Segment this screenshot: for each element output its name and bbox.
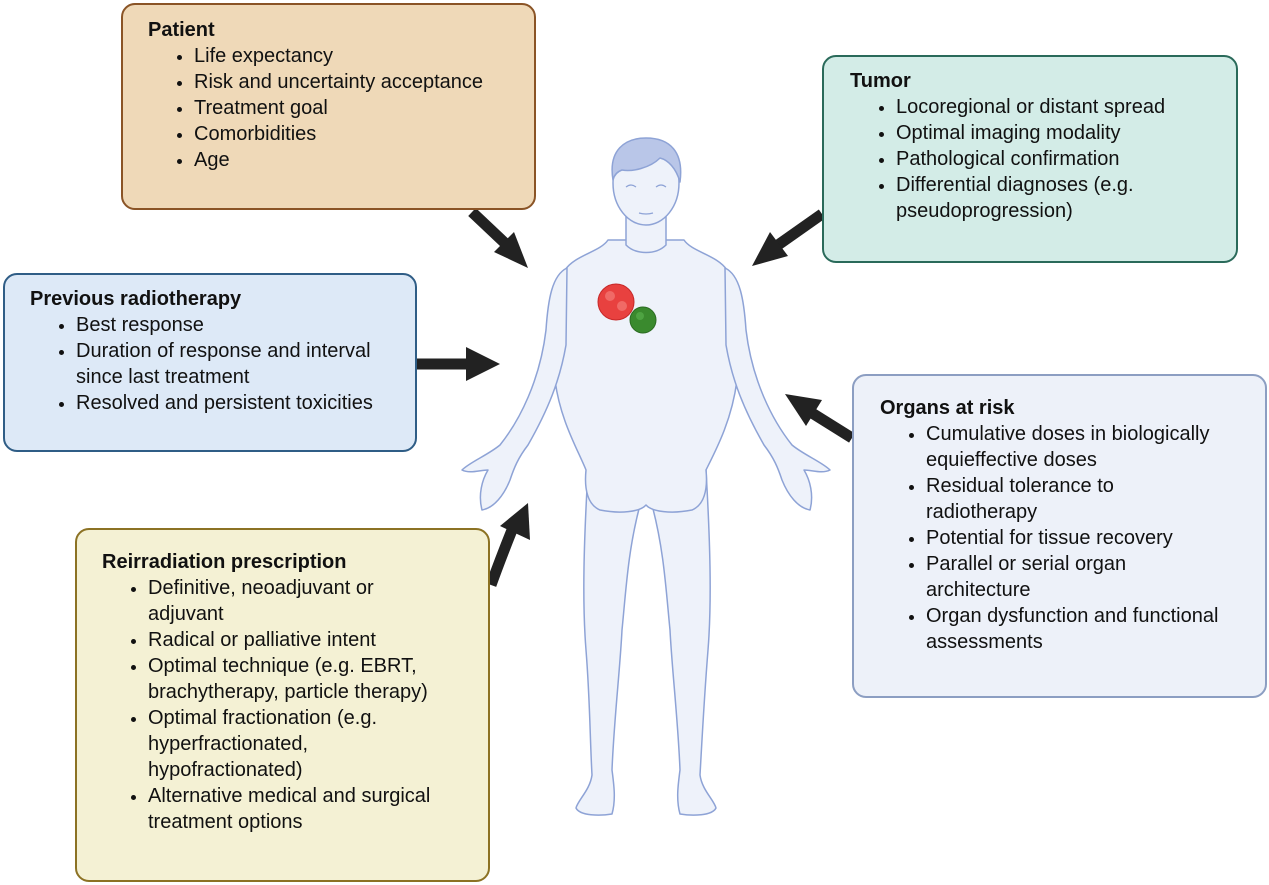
list-item: Treatment goal (194, 95, 534, 121)
list-item: Radical or palliative intent (148, 627, 448, 653)
head (612, 140, 680, 226)
arrow-patient (468, 208, 528, 268)
reirradiation-prescription-box: Reirradiation prescription Definitive, n… (75, 528, 490, 882)
arrow-previous-radiotherapy (417, 347, 500, 381)
list-item: Optimal technique (e.g. EBRT, brachyther… (148, 653, 448, 705)
left-eye (625, 184, 637, 188)
organs-at-risk-list: Cumulative doses in biologically equieff… (880, 421, 1265, 655)
right-leg (651, 469, 717, 816)
list-item: Pathological confirmation (896, 146, 1196, 172)
list-item: Alternative medical and surgical treatme… (148, 783, 448, 835)
left-leg (575, 469, 641, 816)
facial-features (625, 184, 667, 215)
arrow-organs-at-risk (785, 394, 855, 443)
patient-box: Patient Life expectancy Risk and uncerta… (121, 3, 536, 210)
neck (625, 209, 667, 254)
organs-at-risk-title: Organs at risk (880, 397, 1015, 419)
arrow-reirradiation-prescription (485, 503, 530, 587)
list-item: Potential for tissue recovery (926, 525, 1225, 551)
list-item: Organ dysfunction and functional assessm… (926, 603, 1225, 655)
list-item: Cumulative doses in biologically equieff… (926, 421, 1225, 473)
list-item: Residual tolerance to radiotherapy (926, 473, 1225, 525)
arrow-tumor (752, 209, 826, 266)
list-item: Age (194, 147, 534, 173)
patient-list: Life expectancy Risk and uncertainty acc… (148, 43, 534, 173)
previous-radiotherapy-title: Previous radiotherapy (30, 288, 242, 310)
list-item: Differential diagnoses (e.g. pseudoprogr… (896, 172, 1196, 224)
list-item: Life expectancy (194, 43, 534, 69)
torso (554, 239, 738, 513)
list-item: Duration of response and interval since … (76, 338, 375, 390)
left-arm (461, 267, 568, 511)
previous-radiotherapy-box: Previous radiotherapy Best response Dura… (3, 273, 417, 452)
list-item: Locoregional or distant spread (896, 94, 1196, 120)
human-body-illustration (461, 137, 831, 816)
list-item: Parallel or serial organ architecture (926, 551, 1225, 603)
tumor-box: Tumor Locoregional or distant spread Opt… (822, 55, 1238, 263)
green-lesion (629, 306, 657, 334)
tumor-title: Tumor (850, 70, 911, 92)
previous-radiotherapy-list: Best response Duration of response and i… (30, 312, 415, 416)
list-item: Best response (76, 312, 375, 338)
mouth (638, 212, 654, 215)
list-item: Comorbidities (194, 121, 534, 147)
list-item: Definitive, neoadjuvant or adjuvant (148, 575, 448, 627)
patient-title: Patient (148, 19, 215, 41)
reirradiation-prescription-title: Reirradiation prescription (102, 551, 347, 573)
list-item: Optimal imaging modality (896, 120, 1196, 146)
organs-at-risk-box: Organs at risk Cumulative doses in biolo… (852, 374, 1267, 698)
list-item: Optimal fractionation (e.g. hyperfractio… (148, 705, 448, 783)
tumor-list: Locoregional or distant spread Optimal i… (850, 94, 1236, 224)
list-item: Risk and uncertainty acceptance (194, 69, 534, 95)
hair (611, 137, 682, 183)
list-item: Resolved and persistent toxicities (76, 390, 375, 416)
red-lesion (597, 283, 635, 321)
right-arm (724, 267, 831, 511)
reirradiation-prescription-list: Definitive, neoadjuvant or adjuvant Radi… (102, 575, 488, 835)
right-eye (655, 184, 667, 188)
